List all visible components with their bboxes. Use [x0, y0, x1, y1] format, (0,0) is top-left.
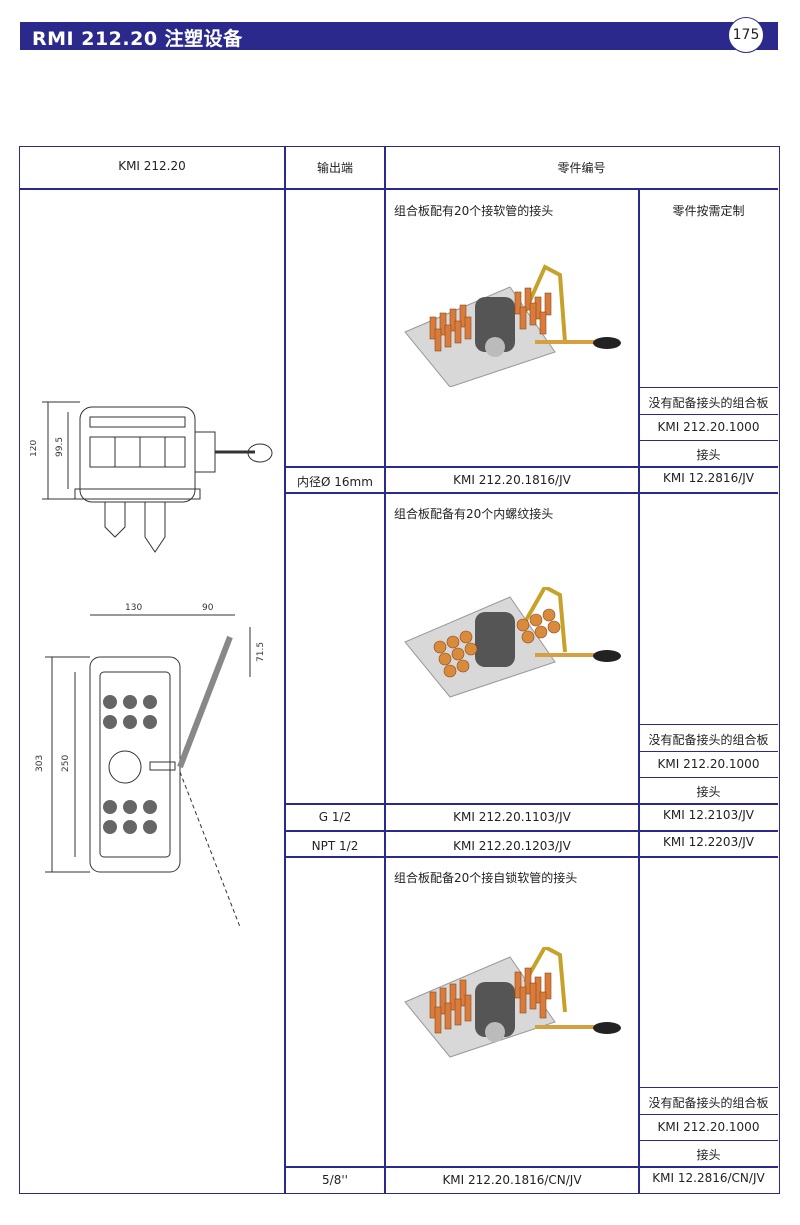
row-part: KMI 212.20.1816/CN/JV — [442, 1173, 582, 1187]
page-header-bar: RMI 212.20 注塑设备 — [20, 22, 778, 50]
product-photo-thread-connectors — [404, 587, 621, 698]
row-part: KMI 212.20.1203/JV — [453, 839, 571, 853]
dim-99-5: 99.5 — [55, 437, 65, 457]
row-outlet: 5/8'' — [322, 1173, 348, 1187]
dim-130: 130 — [125, 603, 142, 613]
section3-desc: 组合板配备20个接自锁软管的接头 — [394, 871, 578, 885]
header-part-no: 零件编号 — [557, 161, 606, 175]
row-outlet: 内径Ø 16mm — [297, 475, 373, 489]
section1-plate-label: 没有配备接头的组合板 — [648, 396, 769, 410]
header-outlet: 输出端 — [316, 161, 353, 175]
row-fitting: KMI 12.2816/JV — [663, 471, 754, 485]
section2-plate-label: 没有配备接头的组合板 — [648, 733, 769, 747]
row-fitting: KMI 12.2203/JV — [663, 835, 754, 849]
section1-plate-code: KMI 212.20.1000 — [657, 420, 760, 434]
section1-desc: 组合板配有20个接软管的接头 — [394, 204, 554, 218]
parts-table: KMI 212.20 输出端 零件编号 组合板配有20个接软管的接头 零件按需定… — [19, 146, 780, 1194]
row-fitting: KMI 12.2103/JV — [663, 808, 754, 822]
section3-plate-code: KMI 212.20.1000 — [657, 1120, 760, 1134]
section3-plate-label: 没有配备接头的组合板 — [648, 1096, 769, 1110]
row-outlet: G 1/2 — [318, 810, 352, 824]
custom-parts-label: 零件按需定制 — [672, 204, 745, 218]
section2-desc: 组合板配备有20个内螺纹接头 — [394, 507, 554, 521]
technical-drawing: 120 99.5 130 90 71.5 303 250 — [30, 401, 273, 928]
section1-fitting-label: 接头 — [696, 448, 721, 462]
header-model: KMI 212.20 — [118, 159, 186, 173]
product-photo-hose-connectors — [404, 264, 621, 387]
row-part: KMI 212.20.1103/JV — [453, 810, 571, 824]
page-number: 175 — [728, 17, 764, 53]
section2-plate-code: KMI 212.20.1000 — [657, 757, 760, 771]
section3-fitting-label: 接头 — [696, 1148, 721, 1162]
dim-71-5: 71.5 — [256, 642, 266, 662]
dim-120: 120 — [30, 440, 39, 457]
product-photo-self-locking-connectors — [404, 947, 621, 1058]
row-part: KMI 212.20.1816/JV — [453, 473, 571, 487]
row-outlet: NPT 1/2 — [311, 839, 359, 853]
dim-250: 250 — [61, 755, 71, 772]
page-title: RMI 212.20 注塑设备 — [32, 28, 243, 50]
dim-90: 90 — [202, 603, 214, 613]
row-fitting: KMI 12.2816/CN/JV — [652, 1171, 765, 1185]
dim-303: 303 — [35, 755, 45, 772]
section2-fitting-label: 接头 — [696, 785, 721, 799]
